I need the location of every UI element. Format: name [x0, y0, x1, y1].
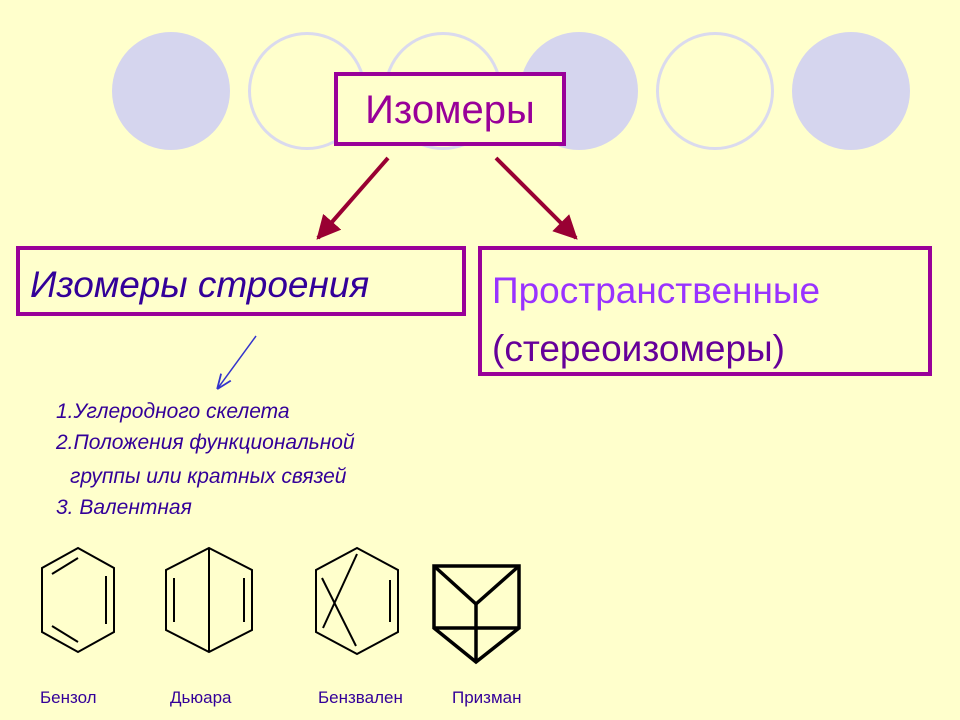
type-item-3: 3. Валентная [56, 496, 192, 519]
arrow-to-structural [316, 156, 390, 240]
benzvalene-structure [315, 546, 399, 656]
decor-circle-5 [656, 32, 774, 150]
type-item-1: 1.Углеродного скелета [56, 400, 290, 423]
label-benzene: Бензол [40, 688, 97, 707]
structural-isomers-box: Изомеры строения [16, 246, 466, 316]
label-prismane: Призман [452, 688, 522, 707]
dewar-benzene-structure [165, 546, 253, 654]
title-text: Изомеры [365, 88, 535, 132]
spatial-isomers-line2: (стереоизомеры) [492, 328, 785, 369]
arrow-to-spatial [494, 156, 578, 240]
type-item-2-continued: группы или кратных связей [70, 465, 347, 488]
benzene-structure [41, 546, 115, 654]
spatial-isomers-line1: Пространственные [492, 270, 821, 311]
decor-circle-6 [792, 32, 910, 150]
label-benzvalene: Бензвален [318, 688, 403, 707]
spatial-isomers-box: Пространственные (стереоизомеры) [478, 246, 932, 376]
title-box: Изомеры [334, 72, 566, 146]
type-item-2: 2.Положения функциональной [56, 431, 355, 454]
structural-isomers-text: Изомеры строения [30, 264, 370, 305]
label-dewar: Дьюара [170, 688, 232, 707]
decor-circle-1 [112, 32, 230, 150]
prismane-structure [432, 564, 521, 665]
arrow-to-types [218, 335, 257, 388]
